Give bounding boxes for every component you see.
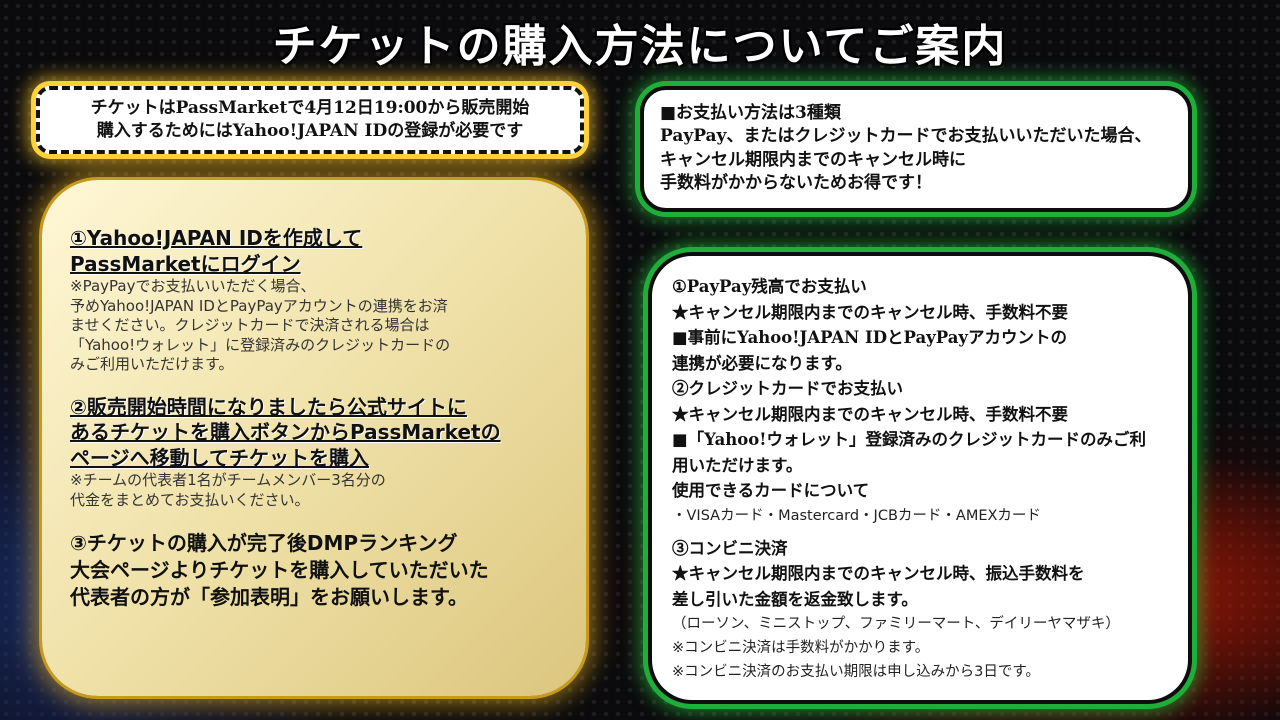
step1-note-line5: みご利用いただけます。 bbox=[70, 355, 234, 374]
credit-line5: 使用できるカードについて bbox=[672, 481, 870, 500]
convenience-line2: ★キャンセル期限内までのキャンセル時、振込手数料を bbox=[672, 564, 1085, 583]
payment-summary-box: ■お支払い方法は3種類 PayPay、またはクレジットカードでお支払いいただいた… bbox=[640, 86, 1192, 212]
paypay-line4: 連携が必要になります。 bbox=[672, 353, 852, 373]
payment-line-3: キャンセル期限内までのキャンセル時に bbox=[660, 149, 966, 170]
step3-line3: 代表者の方が「参加表明」をお願いします。 bbox=[70, 584, 468, 609]
step1-note-line4: 「Yahoo!ウォレット」に登録済みのクレジットカードの bbox=[70, 335, 451, 354]
step1-note-line3: ませください。クレジットカードで決済される場合は bbox=[70, 316, 430, 335]
step2-heading-line1: ②販売開始時間になりましたら公式サイトに bbox=[70, 394, 467, 419]
step1-heading-line2: PassMarketにログイン bbox=[70, 251, 301, 276]
step1-heading-line1: ①Yahoo!JAPAN IDを作成して bbox=[70, 226, 363, 250]
payment-line-2: PayPay、またはクレジットカードでお支払いいただいた場合、 bbox=[660, 126, 1152, 147]
credit-line3: ■「Yahoo!ウォレット」登録済みのクレジットカードのみご利 bbox=[672, 430, 1147, 449]
step2-heading-line2: あるチケットを購入ボタンからPassMarketの bbox=[70, 420, 501, 445]
convenience-note1: （ローソン、ミニストップ、ファミリーマート、デイリーヤマザキ） bbox=[672, 616, 1120, 632]
credit-line4: 用いただけます。 bbox=[672, 455, 803, 475]
convenience-note2: ※コンビニ決済は手数料がかかります。 bbox=[672, 640, 930, 656]
step1-note-line2: 予めYahoo!JAPAN IDとPayPayアカウントの連携をお済 bbox=[70, 296, 448, 315]
purchase-steps-panel: ①Yahoo!JAPAN IDを作成して PassMarketにログイン ※Pa… bbox=[42, 180, 586, 696]
paypay-line3: ■事前にYahoo!JAPAN IDとPayPayアカウントの bbox=[672, 328, 1067, 347]
step2-note-line1: ※チームの代表者1名がチームメンバー3名分の bbox=[70, 471, 386, 490]
step3-line2: 大会ページよりチケットを購入していただいた bbox=[70, 558, 489, 583]
credit-line1: ②クレジットカードでお支払い bbox=[672, 379, 903, 398]
payment-methods-panel: ①PayPay残高でお支払い ★キャンセル期限内までのキャンセル時、手数料不要 … bbox=[648, 252, 1192, 704]
page-title: チケットの購入方法についてご案内 bbox=[272, 21, 1008, 72]
convenience-line3: 差し引いた金額を返金致します。 bbox=[672, 589, 918, 609]
convenience-note3: ※コンビニ決済のお支払い期限は申し込みから3日です。 bbox=[672, 664, 1040, 680]
sales-notice-box: チケットはPassMarketで4月12日19:00から販売開始 購入するために… bbox=[36, 86, 584, 154]
credit-line2: ★キャンセル期限内までのキャンセル時、手数料不要 bbox=[672, 404, 1068, 424]
accepted-cards: ・VISAカード・Mastercard・JCBカード・AMEXカード bbox=[672, 507, 1041, 524]
step2-note-line2: 代金をまとめてお支払いください。 bbox=[70, 490, 310, 509]
notice-line-2: 購入するためにはYahoo!JAPAN IDの登録が必要です bbox=[96, 121, 524, 141]
payment-line-1: ■お支払い方法は3種類 bbox=[660, 103, 841, 123]
step1-note-line1: ※PayPayでお支払いいただく場合、 bbox=[70, 277, 316, 296]
payment-line-4: 手数料がかからないためお得です！ bbox=[660, 173, 932, 194]
notice-line-1: チケットはPassMarketで4月12日19:00から販売開始 bbox=[90, 98, 530, 119]
paypay-line1: ①PayPay残高でお支払い bbox=[672, 277, 867, 296]
step3-line1: ③チケットの購入が完了後DMPランキング bbox=[70, 531, 458, 556]
step2-heading-line3: ページへ移動してチケットを購入 bbox=[70, 445, 369, 470]
convenience-line1: ③コンビニ決済 bbox=[672, 538, 788, 558]
paypay-line2: ★キャンセル期限内までのキャンセル時、手数料不要 bbox=[672, 302, 1068, 322]
